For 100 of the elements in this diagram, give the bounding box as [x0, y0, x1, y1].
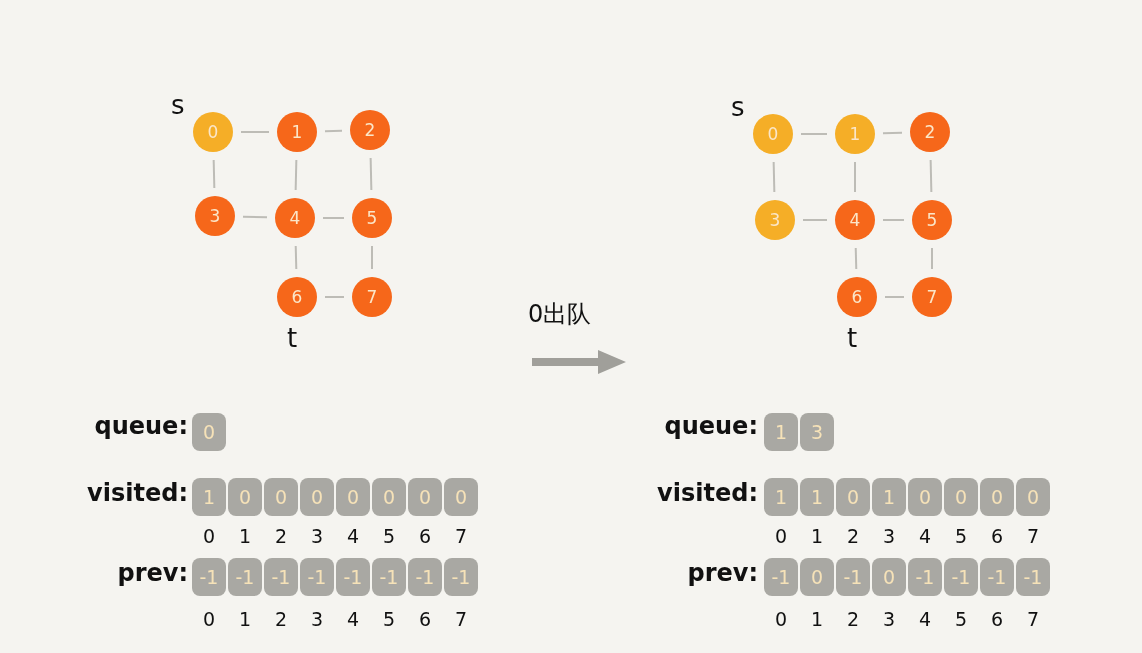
vertex-tag: s — [731, 92, 745, 122]
array-value: 0 — [1016, 478, 1050, 516]
array-value: 0 — [408, 478, 442, 516]
graph-edge — [854, 161, 856, 193]
vertex-tag: t — [287, 323, 298, 353]
graph-edge — [240, 131, 270, 133]
array-value: 0 — [800, 558, 834, 596]
array-value: 0 — [444, 478, 478, 516]
row-label: prev: — [116, 559, 188, 587]
graph-vertex: 2 — [910, 112, 950, 152]
row-label: prev: — [686, 559, 758, 587]
array-value: 1 — [192, 478, 226, 516]
array-index: 5 — [381, 525, 397, 547]
graph-vertex: 0 — [193, 112, 233, 152]
vertex-tag: s — [171, 90, 185, 120]
graph-edge — [854, 247, 858, 270]
graph-vertex: 4 — [275, 198, 315, 238]
graph-vertex: 3 — [195, 196, 235, 236]
array-index: 7 — [453, 608, 469, 630]
array-value: -1 — [944, 558, 978, 596]
array-value: -1 — [836, 558, 870, 596]
graph-edge — [294, 159, 298, 191]
graph-edge — [294, 245, 298, 270]
array-index: 4 — [917, 608, 933, 630]
graph-vertex: 6 — [837, 277, 877, 317]
graph-vertex: 4 — [835, 200, 875, 240]
array-value: 1 — [764, 413, 798, 451]
array-value: 0 — [264, 478, 298, 516]
graph-vertex: 1 — [835, 114, 875, 154]
array-value: 0 — [908, 478, 942, 516]
graph-edge — [212, 159, 216, 189]
array-index: 2 — [273, 608, 289, 630]
array-value: 0 — [300, 478, 334, 516]
graph-edge — [772, 161, 776, 193]
array-index: 2 — [273, 525, 289, 547]
graph-edge — [800, 133, 828, 135]
array-value: -1 — [980, 558, 1014, 596]
array-index: 4 — [345, 525, 361, 547]
array-index: 3 — [881, 525, 897, 547]
array-index: 4 — [345, 608, 361, 630]
array-index: 7 — [1025, 525, 1041, 547]
graph-edge — [802, 219, 828, 221]
array-index: 5 — [953, 525, 969, 547]
array-value: -1 — [1016, 558, 1050, 596]
array-index: 1 — [809, 608, 825, 630]
vertex-tag: t — [847, 323, 858, 353]
row-label: queue: — [93, 412, 188, 440]
array-value: -1 — [228, 558, 262, 596]
array-value: -1 — [444, 558, 478, 596]
array-index: 0 — [201, 525, 217, 547]
graph-vertex: 2 — [350, 110, 390, 150]
array-index: 6 — [989, 608, 1005, 630]
array-index: 3 — [309, 608, 325, 630]
array-value: 0 — [336, 478, 370, 516]
array-value: -1 — [908, 558, 942, 596]
array-index: 5 — [953, 608, 969, 630]
array-index: 3 — [309, 525, 325, 547]
graph-vertex: 6 — [277, 277, 317, 317]
graph-edge — [242, 215, 268, 219]
graph-vertex: 5 — [912, 200, 952, 240]
array-value: -1 — [372, 558, 406, 596]
row-label: queue: — [663, 412, 758, 440]
step-label: 0出队 — [528, 299, 592, 330]
array-value: 1 — [872, 478, 906, 516]
array-value: 3 — [800, 413, 834, 451]
graph-edge — [371, 245, 373, 270]
graph-edge — [882, 219, 905, 221]
graph-vertex: 5 — [352, 198, 392, 238]
array-value: 0 — [980, 478, 1014, 516]
graph-edge — [369, 157, 373, 191]
graph-edge — [882, 131, 903, 135]
array-value: 0 — [872, 558, 906, 596]
array-index: 2 — [845, 525, 861, 547]
graph-vertex: 3 — [755, 200, 795, 240]
array-value: -1 — [192, 558, 226, 596]
array-index: 6 — [417, 525, 433, 547]
array-index: 4 — [917, 525, 933, 547]
array-value: 0 — [372, 478, 406, 516]
graph-vertex: 0 — [753, 114, 793, 154]
array-index: 1 — [809, 525, 825, 547]
array-value: -1 — [336, 558, 370, 596]
graph-edge — [322, 217, 345, 219]
array-index: 5 — [381, 608, 397, 630]
array-value: 0 — [192, 413, 226, 451]
graph-edge — [931, 247, 933, 270]
array-value: -1 — [764, 558, 798, 596]
array-value: -1 — [264, 558, 298, 596]
array-index: 2 — [845, 608, 861, 630]
array-index: 7 — [453, 525, 469, 547]
array-index: 1 — [237, 608, 253, 630]
array-value: 0 — [228, 478, 262, 516]
graph-vertex: 7 — [352, 277, 392, 317]
array-value: 0 — [836, 478, 870, 516]
graph-vertex: 7 — [912, 277, 952, 317]
graph-edge — [884, 296, 905, 298]
graph-edge — [324, 129, 343, 133]
array-index: 7 — [1025, 608, 1041, 630]
array-value: -1 — [408, 558, 442, 596]
row-label: visited: — [656, 479, 758, 507]
array-value: 1 — [800, 478, 834, 516]
